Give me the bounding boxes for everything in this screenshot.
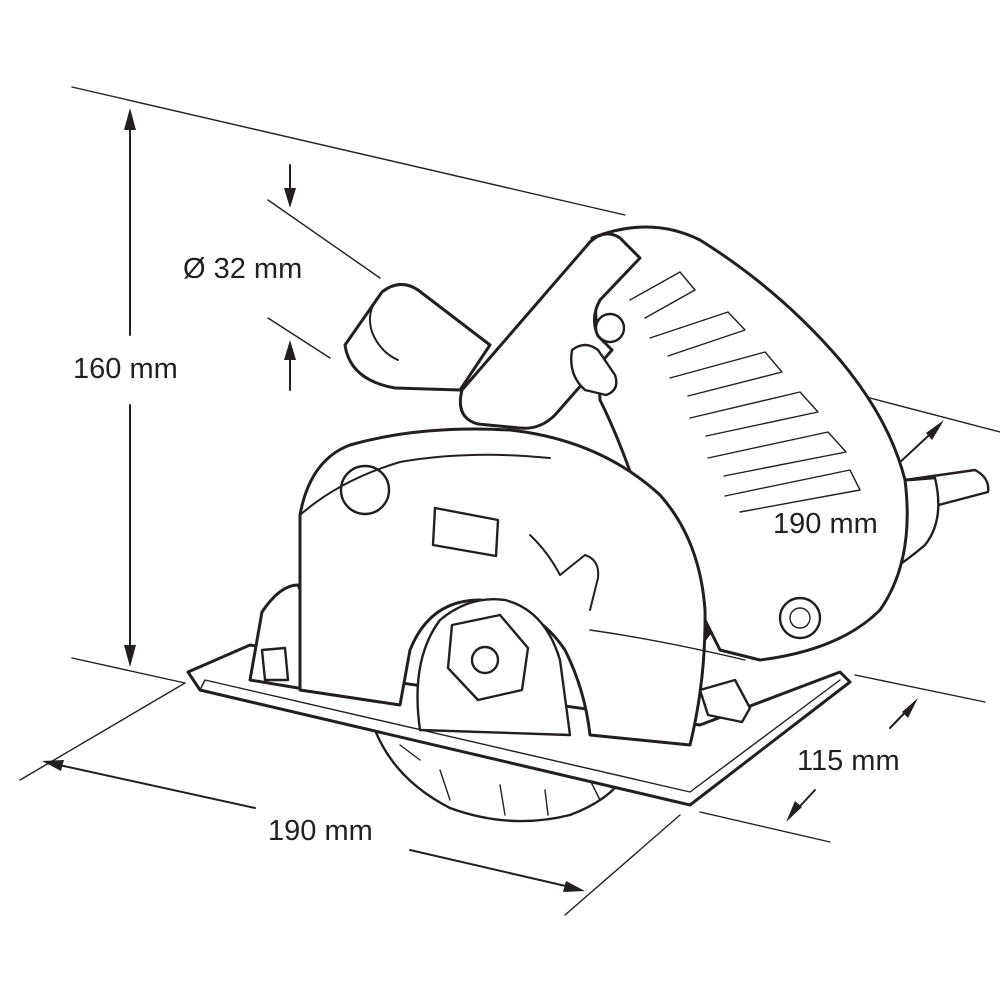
guard-arrow-mark <box>529 534 600 611</box>
front-width-extension-right <box>564 814 681 916</box>
dust-port-arrow-bottom <box>284 340 296 360</box>
front-width-dim-right <box>409 849 571 888</box>
front-guard-tab <box>260 646 290 682</box>
side-width-extension-bottom <box>854 674 986 703</box>
dust-port-diameter-label: Ø 32 mm <box>183 253 302 285</box>
bevel-knob <box>778 596 822 640</box>
bottom-extension-line <box>71 657 186 684</box>
height-label: 160 mm <box>73 353 178 385</box>
front-width-arrow-right <box>563 881 585 892</box>
dust-port-extension-bottom <box>267 317 331 359</box>
depth-arrow-bottom <box>786 801 802 822</box>
dust-port-rim <box>369 291 399 361</box>
depth-arrow-top <box>902 698 918 718</box>
motor-fins <box>629 271 861 513</box>
side-width-label: 190 mm <box>773 508 878 540</box>
guard-hole <box>339 464 391 516</box>
depth-extension <box>699 811 831 843</box>
top-extension-line <box>71 86 626 216</box>
handle-screw <box>594 312 626 344</box>
front-width-dim-left <box>49 762 256 809</box>
height-arrow-top <box>124 108 136 130</box>
dust-port <box>343 283 492 392</box>
saw-body <box>186 225 990 823</box>
trigger <box>570 343 618 397</box>
side-width-arrow-top <box>926 420 944 440</box>
bevel-knob-center <box>789 607 811 629</box>
side-width-extension-top <box>869 397 1000 433</box>
depth-lock-lever <box>698 678 752 724</box>
spindle-bolt <box>470 645 500 675</box>
dust-port-arrow-top <box>284 188 296 208</box>
front-width-arrow-left <box>42 760 64 771</box>
height-arrow-bottom <box>124 645 136 667</box>
guard-reference-line <box>589 629 746 661</box>
depth-label: 115 mm <box>797 745 900 777</box>
dust-port-extension-top <box>267 199 381 279</box>
front-width-label: 190 mm <box>268 815 373 847</box>
front-width-extension-left <box>19 682 186 781</box>
guard-label-window <box>431 506 500 558</box>
base-plate-edge <box>199 679 841 793</box>
guard-top-edge <box>299 453 551 516</box>
